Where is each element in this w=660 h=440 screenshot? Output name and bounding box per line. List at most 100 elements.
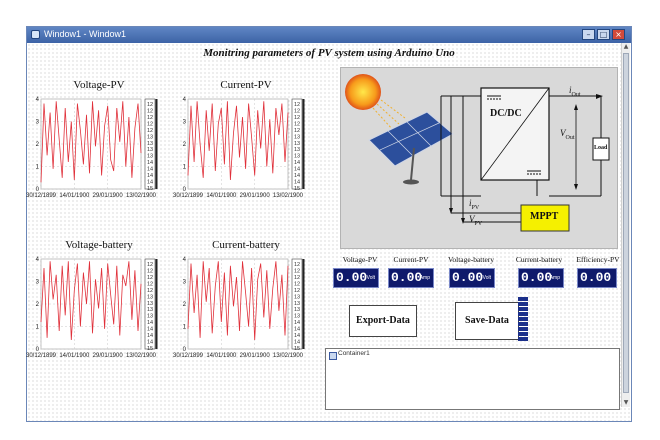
legend-tick-label: 13 <box>147 154 153 160</box>
plot-title: Current-PV <box>220 79 272 91</box>
x-tick-label: 13/02/1900 <box>273 193 304 199</box>
legend-scale <box>291 98 303 190</box>
circuit-wires <box>440 95 602 223</box>
legend-tick-label: 13 <box>294 141 300 147</box>
sun-icon <box>345 74 381 110</box>
x-tick-label: 29/01/1900 <box>240 353 271 359</box>
legend-tick-label: 14 <box>147 173 153 179</box>
legend-tick-label: 13 <box>294 134 300 140</box>
y-tick-label: 0 <box>183 187 187 193</box>
legend-tick-label: 14 <box>147 167 153 173</box>
scroll-up-icon[interactable]: ▲ <box>623 43 629 50</box>
legend-tick-label: 14 <box>294 327 300 333</box>
title-bar[interactable]: Window1 - Window1 – □ × <box>27 27 631 43</box>
meter-label-current-battery: Current-battery <box>515 255 563 264</box>
y-tick-label: 3 <box>183 120 187 126</box>
legend-tick-label: 13 <box>147 301 153 307</box>
legend-tick-label: 12 <box>147 108 153 114</box>
maximize-button[interactable]: □ <box>597 29 610 40</box>
x-tick-label: 30/12/1899 <box>173 193 204 199</box>
legend-tick-label: 14 <box>294 180 300 186</box>
save-data-button[interactable]: Save-Data <box>455 302 519 340</box>
y-tick-label: 2 <box>183 302 187 308</box>
legend-tick-label: 14 <box>294 167 300 173</box>
y-tick-label: 4 <box>183 97 187 103</box>
series-line <box>187 261 289 341</box>
meter-unit: Volt <box>366 275 375 281</box>
legend-tick-label: 14 <box>147 180 153 186</box>
y-tick-label: 3 <box>36 280 40 286</box>
legend-tick-label: 12 <box>147 262 153 268</box>
load-box <box>592 137 610 161</box>
legend-tick-label: 13 <box>147 314 153 320</box>
meter-value: 0.00 <box>521 270 553 285</box>
meter-unit: Volt <box>482 275 491 281</box>
x-tick-label: 13/02/1900 <box>273 353 304 359</box>
y-tick-label: 4 <box>36 257 40 263</box>
label-load: Load <box>594 145 608 151</box>
label-v-out: VOut <box>560 128 575 141</box>
y-tick-label: 1 <box>36 165 40 171</box>
label-i-out: iOut <box>569 85 581 98</box>
legend-tick-label: 12 <box>147 102 153 108</box>
app-window: Window1 - Window1 – □ × Monitring parame… <box>26 26 632 422</box>
legend-tick-label: 12 <box>294 115 300 121</box>
form-canvas: Monitring parameters of PV system using … <box>26 43 631 421</box>
y-tick-label: 3 <box>183 280 187 286</box>
legend-tick-label: 14 <box>294 173 300 179</box>
x-tick-label: 14/01/1900 <box>206 353 237 359</box>
legend-tick-label: 15 <box>294 346 300 352</box>
level-indicator <box>518 297 528 349</box>
container-panel[interactable]: Container1 <box>325 348 620 410</box>
page-title: Monitring parameters of PV system using … <box>203 47 455 59</box>
y-tick-label: 3 <box>36 120 40 126</box>
label-mppt: MPPT <box>530 211 559 222</box>
container-icon <box>329 352 337 360</box>
app-icon <box>31 30 40 39</box>
x-tick-label: 14/01/1900 <box>59 353 90 359</box>
legend-tick-label: 12 <box>147 128 153 134</box>
legend-tick-label: 13 <box>294 301 300 307</box>
x-tick-label: 13/02/1900 <box>126 193 157 199</box>
x-tick-label: 30/12/1899 <box>173 353 204 359</box>
legend-tick-label: 12 <box>147 268 153 274</box>
legend-tick-label: 14 <box>294 160 300 166</box>
scrollbar-thumb[interactable] <box>623 53 629 393</box>
meter-label-efficiency-pv: Efficiency-PV <box>576 255 620 264</box>
label-v-pv: VPV <box>469 214 483 227</box>
vertical-scrollbar[interactable]: ▲ ▼ <box>621 43 630 407</box>
export-data-button[interactable]: Export-Data <box>349 305 417 337</box>
y-tick-label: 4 <box>36 97 40 103</box>
minimize-button[interactable]: – <box>582 29 595 40</box>
x-tick-label: 29/01/1900 <box>93 193 124 199</box>
meter-unit: Amp <box>419 275 430 281</box>
legend-tick-label: 12 <box>294 288 300 294</box>
legend-tick-label: 15 <box>147 186 153 192</box>
legend-tick-label: 13 <box>147 294 153 300</box>
y-tick-label: 0 <box>36 187 40 193</box>
y-tick-label: 1 <box>183 165 187 171</box>
meter-current-battery: 0.00 Amp <box>518 268 564 288</box>
plot-title: Current-battery <box>212 239 280 251</box>
legend-tick-label: 14 <box>147 160 153 166</box>
solar-panel-icon <box>368 111 454 185</box>
legend-tick-label: 14 <box>147 320 153 326</box>
legend-tick-label: 13 <box>294 147 300 153</box>
plot-title: Voltage-battery <box>65 239 133 251</box>
y-tick-label: 2 <box>183 142 187 148</box>
series-line <box>187 101 289 181</box>
y-tick-label: 0 <box>36 347 40 353</box>
close-button[interactable]: × <box>612 29 625 40</box>
meter-voltage-battery: 0.00 Volt <box>449 268 495 288</box>
legend-tick-label: 13 <box>294 314 300 320</box>
x-tick-label: 29/01/1900 <box>93 353 124 359</box>
legend-tick-label: 14 <box>147 327 153 333</box>
scroll-down-icon[interactable]: ▼ <box>623 399 629 406</box>
y-tick-label: 0 <box>183 347 187 353</box>
